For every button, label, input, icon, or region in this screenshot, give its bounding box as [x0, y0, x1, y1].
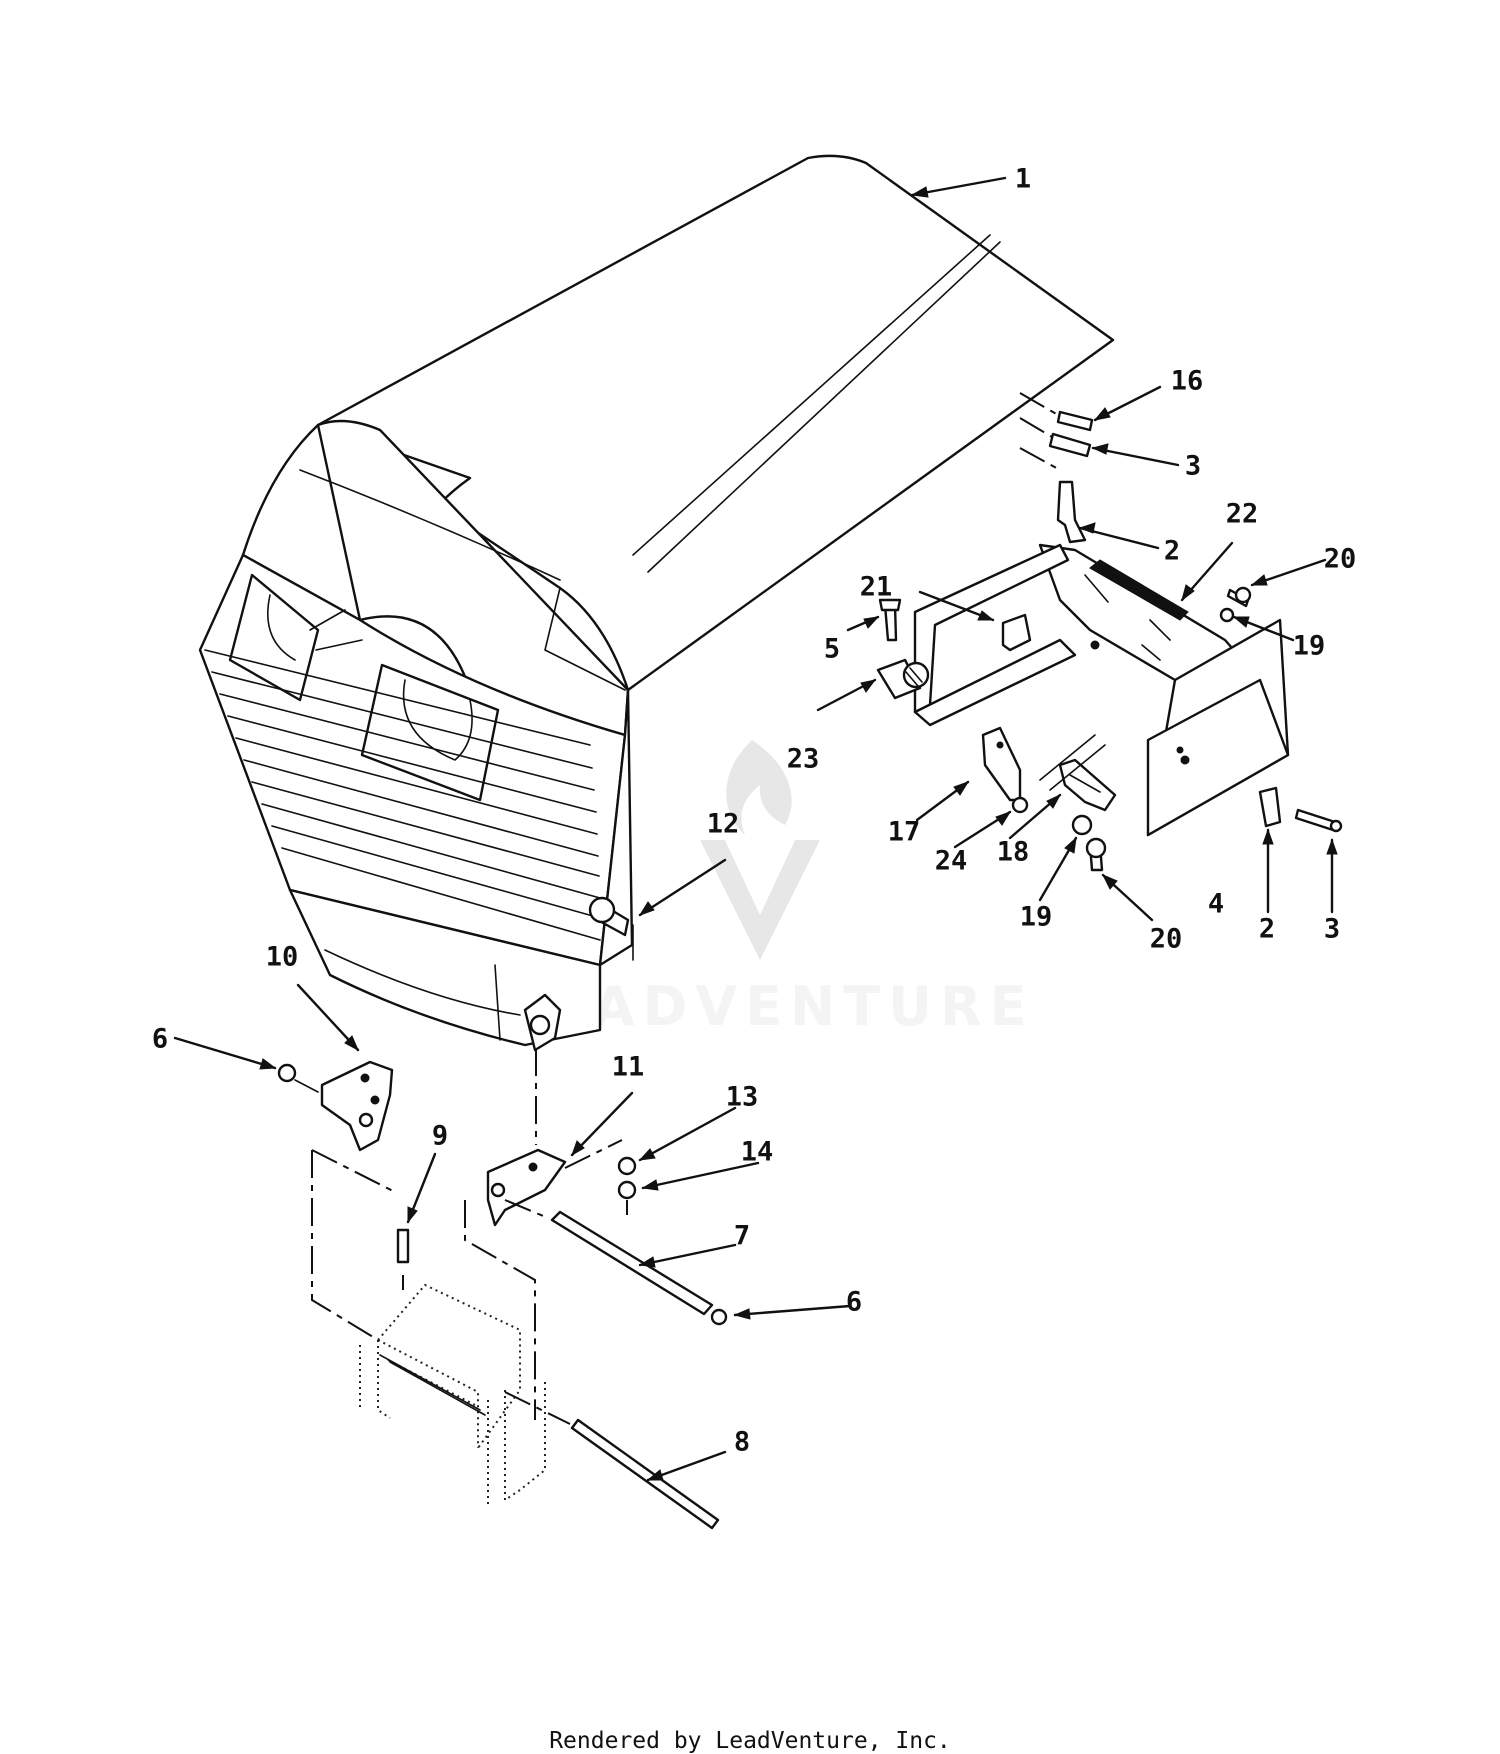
callout-7: 7	[734, 1221, 750, 1252]
part-19-washer	[1219, 607, 1235, 623]
callout-19: 19	[1293, 631, 1326, 662]
callout-leaders	[173, 176, 1338, 1482]
callout-21: 21	[860, 572, 893, 603]
part-9-pin	[396, 1228, 410, 1264]
callout-20-lower: 20	[1150, 924, 1183, 955]
part-14-nut	[617, 1180, 637, 1200]
callout-11: 11	[612, 1052, 645, 1083]
callout-9: 9	[432, 1121, 448, 1152]
hood-assembly	[198, 154, 1115, 1052]
hinge-bracket-assembly	[876, 392, 1343, 872]
footer-credit: Rendered by LeadVenture, Inc.	[549, 1728, 951, 1754]
part-3-pin-lower	[1294, 808, 1337, 832]
callout-14: 14	[741, 1137, 774, 1168]
callout-16: 16	[1171, 366, 1204, 397]
part-17-plate	[981, 726, 1022, 802]
part-21-block	[1001, 613, 1032, 652]
callout-20: 20	[1324, 544, 1357, 575]
callout-3-lower: 3	[1324, 914, 1340, 945]
callout-4: 4	[1208, 889, 1224, 920]
part-10-bracket	[320, 1060, 394, 1152]
callout-3: 3	[1185, 451, 1201, 482]
part-7-rod	[550, 1210, 714, 1316]
callout-18: 18	[997, 837, 1030, 868]
callout-22: 22	[1226, 499, 1259, 530]
callout-numbers: 1 16 3 2 22 20 19 21 5 23 17 24 18 19 20…	[152, 164, 1356, 1458]
part-2-clip-lower	[1258, 786, 1282, 828]
part-24-clip	[1011, 796, 1029, 814]
frame-bracket-phantom	[359, 1283, 546, 1505]
callout-10: 10	[266, 942, 299, 973]
callout-6-right: 6	[846, 1287, 862, 1318]
callout-2: 2	[1164, 536, 1180, 567]
part-2-clip	[1056, 480, 1087, 544]
callout-8: 8	[734, 1427, 750, 1458]
part-6-nut	[277, 1063, 297, 1083]
part-6-nut-right	[710, 1308, 728, 1326]
callout-17: 17	[888, 817, 921, 848]
callout-2-lower: 2	[1259, 914, 1275, 945]
callout-12: 12	[707, 809, 740, 840]
callout-6: 6	[152, 1024, 168, 1055]
part-19-washer-lower	[1071, 814, 1093, 836]
callout-23: 23	[787, 744, 820, 775]
callout-1: 1	[1015, 164, 1031, 195]
part-12-bolt	[588, 896, 634, 961]
callout-5: 5	[824, 634, 840, 665]
callout-24: 24	[935, 846, 968, 877]
part-8-rod	[570, 1418, 720, 1530]
part-16-pin	[1056, 410, 1094, 432]
callout-19-lower: 19	[1020, 902, 1053, 933]
part-3-pin	[1048, 432, 1092, 458]
part-22-spring	[1089, 559, 1189, 621]
callout-13: 13	[726, 1082, 759, 1113]
part-11-bracket	[486, 1148, 567, 1227]
lower-hinge-assembly	[277, 1048, 728, 1530]
grille-slats	[204, 609, 601, 941]
part-13-washer	[617, 1156, 637, 1176]
